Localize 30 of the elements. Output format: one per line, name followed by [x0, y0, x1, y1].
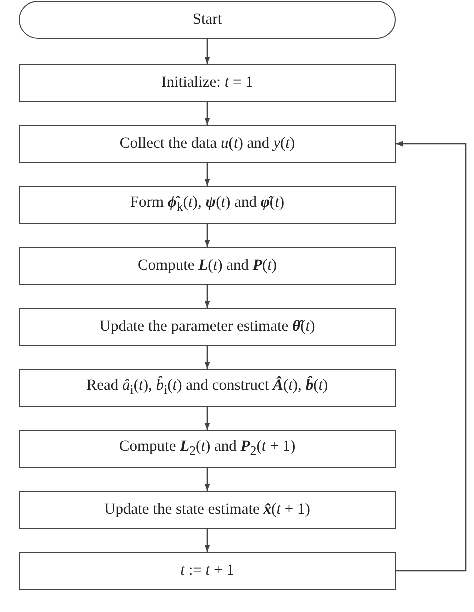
process-box [19, 125, 396, 163]
arrow [204, 163, 210, 186]
box-label: t := t + 1 [180, 562, 234, 580]
arrow [204, 346, 210, 369]
box-label: Form ϕ̂$_{k}$(t), ψ(t) and φ̂(t) [130, 194, 285, 216]
box-label: Update the parameter estimate θ̂(t) [100, 318, 316, 336]
box-label: Update the state estimate x̂(t + 1) [104, 501, 310, 519]
process-box [19, 552, 396, 590]
box-label: Compute L(t) and P(t) [138, 257, 278, 275]
arrow [204, 529, 210, 552]
process-box [19, 430, 396, 468]
process-box [19, 369, 396, 407]
terminal-box [19, 1, 396, 39]
process-box [19, 491, 396, 529]
box-label: Compute L$_{2}$(t) and P$_{2}$(t + 1) [119, 438, 296, 460]
box-label: Read â$_{i}$(t), b̂$_{i}$(t) and construct Â(t), b̂(t) [86, 377, 328, 399]
process-box [19, 64, 396, 102]
process-box [19, 186, 396, 224]
arrow [204, 407, 210, 430]
process-box [19, 308, 396, 346]
box-label: Collect the data u(t) and y(t) [120, 135, 296, 153]
arrow [204, 39, 210, 64]
arrow [204, 102, 210, 125]
box-label: Initialize: t = 1 [162, 74, 254, 92]
arrow [204, 224, 210, 247]
box-label: Start [192, 11, 222, 29]
arrow [396, 141, 467, 572]
arrow [204, 285, 210, 308]
arrow [204, 468, 210, 491]
process-box [19, 247, 396, 285]
